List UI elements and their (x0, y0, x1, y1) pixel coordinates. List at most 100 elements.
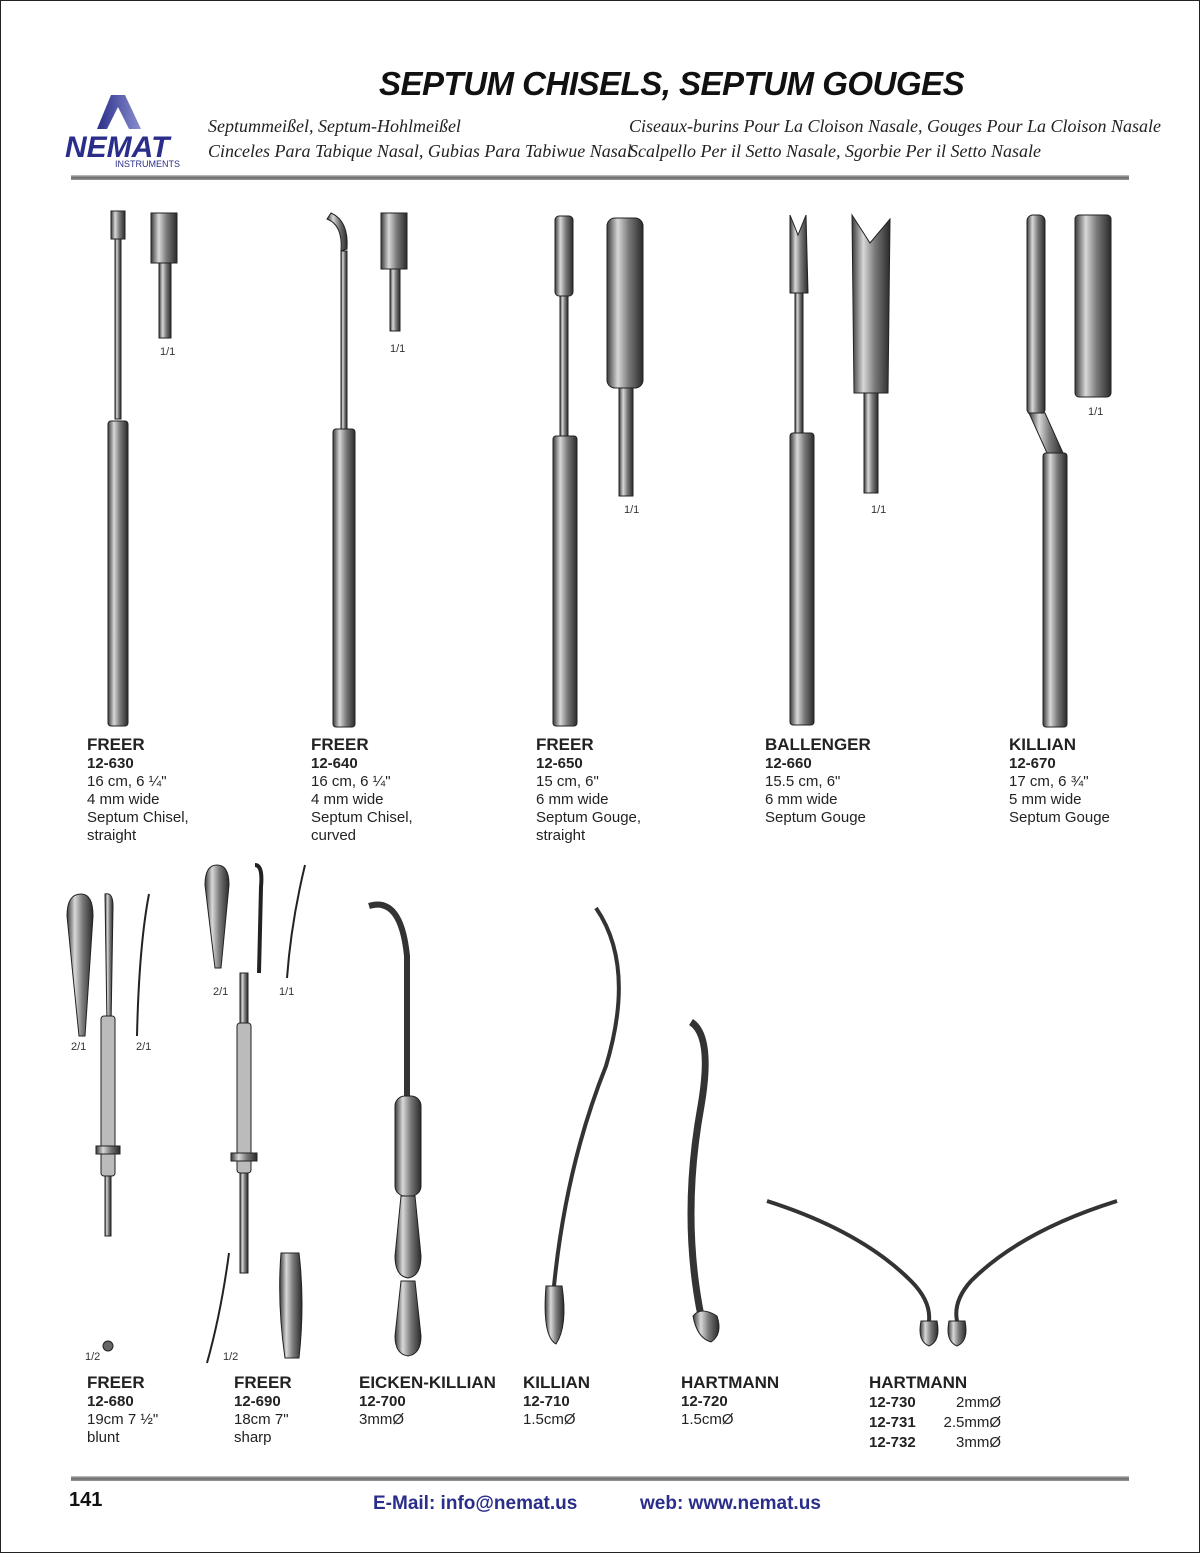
subtitle-french: Ciseaux-burins Pour La Cloison Nasale, G… (629, 116, 1162, 136)
product-name: HARTMANN (681, 1373, 780, 1392)
product-code: 12-640 (311, 755, 358, 772)
product-name: FREER (311, 735, 369, 754)
subtitle-italian: Scalpello Per il Setto Nasale, Sgorbie P… (629, 141, 1041, 161)
product-size: 15.5 cm, 6" (765, 773, 841, 790)
product-code: 12-732 (869, 1434, 916, 1451)
nemat-logo: NEMAT INSTRUMENTS (63, 95, 188, 169)
svg-text:INSTRUMENTS: INSTRUMENTS (115, 159, 180, 169)
instrument-image-12-720 (687, 1019, 720, 1343)
product-size: 16 cm, 6 ¼" (311, 773, 391, 790)
variant-row: 12-732 3mmØ (869, 1433, 1001, 1453)
scale-label: 2/1 (213, 986, 229, 998)
product-code: 12-690 (234, 1393, 281, 1410)
header-divider (71, 175, 1129, 180)
scale-label: 1/1 (1088, 406, 1104, 418)
subtitle-spanish: Cinceles Para Tabique Nasal, Gubias Para… (208, 141, 632, 161)
product-name: FREER (234, 1373, 292, 1392)
scale-label: 2/1 (71, 1041, 87, 1053)
scale-label: 1/2 (223, 1351, 239, 1363)
product-size: 1.5cmØ (523, 1411, 576, 1428)
scale-label: 2/1 (136, 1041, 152, 1053)
product-size: 2.5mmØ (943, 1414, 1001, 1431)
product-code: 12-660 (765, 755, 812, 772)
product-size: 15 cm, 6" (536, 773, 599, 790)
page-number: 141 (69, 1489, 103, 1511)
product-name: HARTMANN (869, 1373, 968, 1392)
product-width: 4 mm wide (311, 791, 384, 808)
product-description: straight (536, 827, 586, 844)
footer-divider (71, 1476, 1129, 1481)
instrument-image-12-680 (66, 893, 150, 1352)
scale-label: 1/1 (160, 346, 176, 358)
product-description: Septum Gouge (765, 809, 866, 826)
product-description: Septum Gouge, (536, 809, 642, 826)
product-12-720: HARTMANN 12-720 1.5cmØ (681, 1373, 779, 1429)
scale-label: 1/1 (390, 343, 406, 355)
instrument-image-12-640 (326, 212, 408, 728)
product-12-640: FREER 12-640 16 cm, 6 ¼" 4 mm wide Septu… (311, 735, 413, 845)
scale-label: 1/1 (624, 504, 640, 516)
product-name: FREER (87, 735, 145, 754)
product-description: blunt (87, 1429, 120, 1446)
product-description: curved (311, 827, 357, 844)
instrument-image-12-630 (107, 210, 178, 727)
product-code: 12-630 (87, 755, 134, 772)
product-code: 12-670 (1009, 755, 1056, 772)
product-description: straight (87, 827, 137, 844)
subtitle-german: Septummeißel, Septum-Hohlmeißel (208, 116, 461, 136)
product-12-700: EICKEN-KILLIAN 12-700 3mmØ (359, 1373, 496, 1429)
product-12-710: KILLIAN 12-710 1.5cmØ (523, 1373, 590, 1429)
product-name: BALLENGER (765, 735, 871, 754)
product-width: 6 mm wide (765, 791, 838, 808)
product-size: 3mmØ (359, 1411, 404, 1428)
product-size: 17 cm, 6 ¾" (1009, 773, 1089, 790)
product-width: 6 mm wide (536, 791, 609, 808)
product-size: 1.5cmØ (681, 1411, 734, 1428)
instrument-image-12-650 (552, 215, 644, 727)
product-width: 4 mm wide (87, 791, 160, 808)
product-description: Septum Chisel, (87, 809, 189, 826)
product-code: 12-731 (869, 1414, 916, 1431)
product-12-680: FREER 12-680 19cm 7 ½" blunt (87, 1373, 158, 1447)
product-name: EICKEN-KILLIAN (359, 1373, 496, 1392)
variant-row: 12-731 2.5mmØ (869, 1413, 1001, 1433)
instrument-image-12-710 (544, 906, 621, 1345)
product-code: 12-730 (869, 1394, 916, 1411)
product-name: KILLIAN (1009, 735, 1077, 754)
scale-label: 1/2 (85, 1351, 101, 1363)
product-12-690: FREER 12-690 18cm 7" sharp (234, 1373, 292, 1447)
instrument-image-12-670 (1026, 214, 1112, 728)
product-12-670: KILLIAN 12-670 17 cm, 6 ¾" 5 mm wide Sep… (1009, 735, 1110, 827)
page-title: SEPTUM CHISELS, SEPTUM GOUGES (379, 65, 965, 102)
product-code: 12-680 (87, 1393, 134, 1410)
product-size: 3mmØ (956, 1434, 1001, 1451)
scale-label: 1/1 (871, 504, 887, 516)
scale-label: 1/1 (279, 986, 295, 998)
product-code: 12-700 (359, 1393, 406, 1410)
product-description: sharp (234, 1429, 272, 1446)
instrument-image-12-730 (766, 1199, 1118, 1347)
email-link[interactable]: E-Mail: info@nemat.us (373, 1493, 578, 1514)
product-code: 12-720 (681, 1393, 728, 1410)
product-name: FREER (87, 1373, 145, 1392)
product-12-630: FREER 12-630 16 cm, 6 ¼" 4 mm wide Septu… (87, 735, 189, 845)
product-description: Septum Gouge (1009, 809, 1110, 826)
subtitle-french-italian: Ciseaux-burins Pour La Cloison Nasale, G… (629, 114, 1161, 164)
product-name: FREER (536, 735, 594, 754)
instrument-image-12-660 (789, 213, 891, 726)
subtitle-german-spanish: Septummeißel, Septum-Hohlmeißel Cinceles… (208, 114, 632, 164)
product-size: 16 cm, 6 ¼" (87, 773, 167, 790)
product-description: Septum Chisel, (311, 809, 413, 826)
website-link[interactable]: web: www.nemat.us (640, 1493, 821, 1514)
product-12-660: BALLENGER 12-660 15.5 cm, 6" 6 mm wide S… (765, 735, 871, 827)
product-width: 5 mm wide (1009, 791, 1082, 808)
product-12-730-series: HARTMANN 12-730 2mmØ 12-731 2.5mmØ 12-732 3… (869, 1373, 1001, 1453)
product-code: 12-710 (523, 1393, 570, 1410)
svg-text:NEMAT: NEMAT (65, 131, 172, 164)
product-size: 19cm 7 ½" (87, 1411, 159, 1428)
product-size: 2mmØ (956, 1394, 1001, 1411)
product-size: 18cm 7" (234, 1411, 289, 1428)
product-name: KILLIAN (523, 1373, 591, 1392)
product-code: 12-650 (536, 755, 583, 772)
